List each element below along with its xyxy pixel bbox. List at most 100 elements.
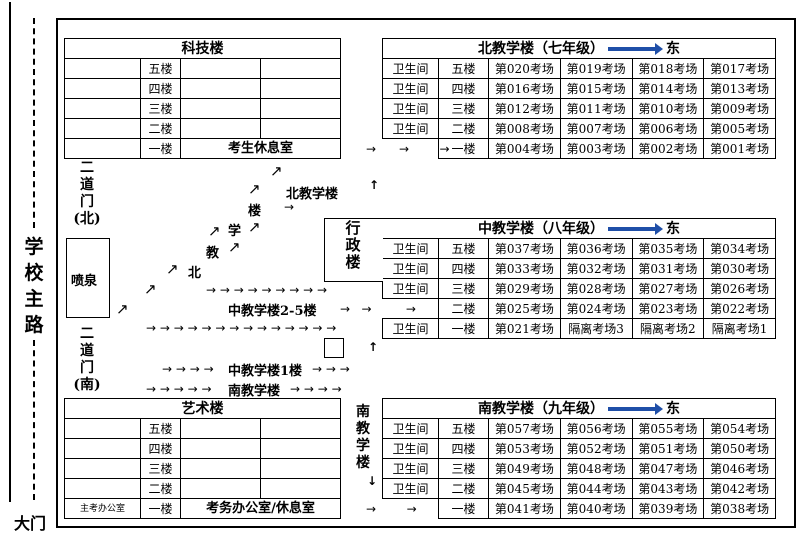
exam-room-cell: 第019考场 <box>559 58 633 79</box>
main-road-dashed-top <box>33 18 35 228</box>
floor-label: 四楼 <box>438 78 489 99</box>
room-cell <box>180 98 261 119</box>
south-route-char: 楼 <box>356 455 370 471</box>
route-label-south-vertical: 南教学楼 <box>352 404 374 472</box>
floor-label: 二楼 <box>438 118 489 139</box>
diag-char-2: 教 <box>206 246 220 261</box>
floor-left-cell <box>64 78 141 99</box>
floor-row: 二楼第025考场第024考场第023考场第022考场 <box>382 298 776 319</box>
exam-room-cell: 第043考场 <box>631 478 705 499</box>
exam-room-cell: 第014考场 <box>631 78 705 99</box>
floor-label: 一楼 <box>438 498 489 519</box>
floor-label: 三楼 <box>140 98 181 119</box>
exam-room-cell: 第010考场 <box>631 98 705 119</box>
floor-label: 一楼 <box>140 498 181 519</box>
route-label-mid-2-5: 中教学楼2-5楼 <box>228 304 317 319</box>
road-left-edge <box>9 2 11 502</box>
floor-left-cell <box>64 478 141 499</box>
exam-room-cell: 第025考场 <box>488 298 561 319</box>
route-arrows: → → → → → → → → → <box>206 283 328 297</box>
diag-arrow: ↗ <box>144 280 157 298</box>
exam-room-cell: 第053考场 <box>488 438 561 459</box>
room-cell <box>180 438 261 459</box>
diag-arrow: ↗ <box>248 180 261 198</box>
restroom-cell: 卫生间 <box>382 478 439 499</box>
building-title: 南教学楼（九年级）东 <box>382 398 776 419</box>
exam-room-cell: 第028考场 <box>559 278 633 299</box>
building-name: 中教学楼（八年级） <box>478 220 604 237</box>
floor-row: 一楼考生休息室 <box>64 138 341 159</box>
floor-row: 卫生间二楼第045考场第044考场第043考场第042考场 <box>382 478 776 499</box>
building-title: 科技楼 <box>64 38 341 59</box>
gate-char: 二 <box>80 160 94 176</box>
floor-row: 三楼 <box>64 458 341 479</box>
floor-row: 五楼 <box>64 58 341 79</box>
route-label-south: 南教学楼 <box>228 384 281 399</box>
room-cell <box>260 418 341 439</box>
gate-direction: (南) <box>73 377 101 393</box>
floor-row: 卫生间四楼第016考场第015考场第014考场第013考场 <box>382 78 776 99</box>
exam-room-cell: 第032考场 <box>559 258 633 279</box>
floor-row: 二楼 <box>64 118 341 139</box>
fountain-label: 喷泉 <box>71 274 98 289</box>
room-cell <box>260 98 341 119</box>
floor-label: 五楼 <box>140 58 181 79</box>
room-cell <box>180 478 261 499</box>
room-cell <box>260 118 341 139</box>
exam-room-cell: 第017考场 <box>703 58 776 79</box>
floor-row: 三楼 <box>64 98 341 119</box>
floor-row: 卫生间五楼第037考场第036考场第035考场第034考场 <box>382 238 776 259</box>
exam-room-cell: 第012考场 <box>488 98 561 119</box>
floor-label: 五楼 <box>438 58 489 79</box>
floor-label: 三楼 <box>438 458 489 479</box>
diag-arrow: ↗ <box>248 218 261 236</box>
exam-room-cell: 第031考场 <box>631 258 705 279</box>
floor-row: 卫生间三楼第049考场第048考场第047考场第046考场 <box>382 458 776 479</box>
restroom-cell: 卫生间 <box>382 278 439 299</box>
floor-label: 二楼 <box>438 478 489 499</box>
room-cell <box>180 458 261 479</box>
floor-label: 二楼 <box>140 118 181 139</box>
floor-left-cell: 主考办公室 <box>64 498 141 519</box>
building-name: 北教学楼（七年级） <box>478 40 604 57</box>
exam-room-cell: 第034考场 <box>703 238 776 259</box>
exam-room-cell: 第021考场 <box>488 318 561 339</box>
restroom-cell: 卫生间 <box>382 258 439 279</box>
exam-room-cell: 第023考场 <box>631 298 705 319</box>
exam-room-cell: 第050考场 <box>703 438 776 459</box>
building-header-row: 科技楼 <box>64 38 341 59</box>
north-second-gate: 二道门(北) <box>72 160 102 228</box>
admin-char: 政 <box>345 236 361 254</box>
route-arrow-up: ↑ <box>368 340 379 354</box>
floor-left-cell <box>64 438 141 459</box>
exam-room-cell: 第007考场 <box>559 118 633 139</box>
floor-left-cell <box>64 118 141 139</box>
floor-label: 一楼 <box>438 138 489 159</box>
diag-arrow: ↗ <box>166 260 179 278</box>
exam-room-cell: 第026考场 <box>703 278 776 299</box>
floor-label: 三楼 <box>438 98 489 119</box>
floor-label: 一楼 <box>438 318 489 339</box>
east-arrow-icon <box>608 402 663 415</box>
exam-room-cell: 第020考场 <box>488 58 561 79</box>
exam-room-cell: 第024考场 <box>559 298 633 319</box>
restroom-cell: 卫生间 <box>382 58 439 79</box>
exam-room-cell: 第008考场 <box>488 118 561 139</box>
building-header-row: 中教学楼（八年级）东 <box>382 218 776 239</box>
room-cell <box>260 458 341 479</box>
floor-row: 卫生间四楼第053考场第052考场第051考场第050考场 <box>382 438 776 459</box>
route-label-north: 北教学楼 <box>286 187 339 202</box>
fountain <box>66 238 110 318</box>
tech-building: 科技楼五楼四楼三楼二楼一楼考生休息室 <box>64 38 341 159</box>
room-cell <box>180 118 261 139</box>
exam-room-cell: 第035考场 <box>631 238 705 259</box>
ground-room: 考务办公室/休息室 <box>180 498 341 519</box>
restroom-cell: 卫生间 <box>382 118 439 139</box>
floor-left-cell <box>64 418 141 439</box>
floor-label: 四楼 <box>438 258 489 279</box>
exam-room-cell: 隔离考场3 <box>559 318 633 339</box>
exam-room-cell: 第027考场 <box>631 278 705 299</box>
route-arrows: → → → → <box>290 382 342 396</box>
floor-left-cell <box>64 98 141 119</box>
campus-boundary <box>56 18 796 528</box>
